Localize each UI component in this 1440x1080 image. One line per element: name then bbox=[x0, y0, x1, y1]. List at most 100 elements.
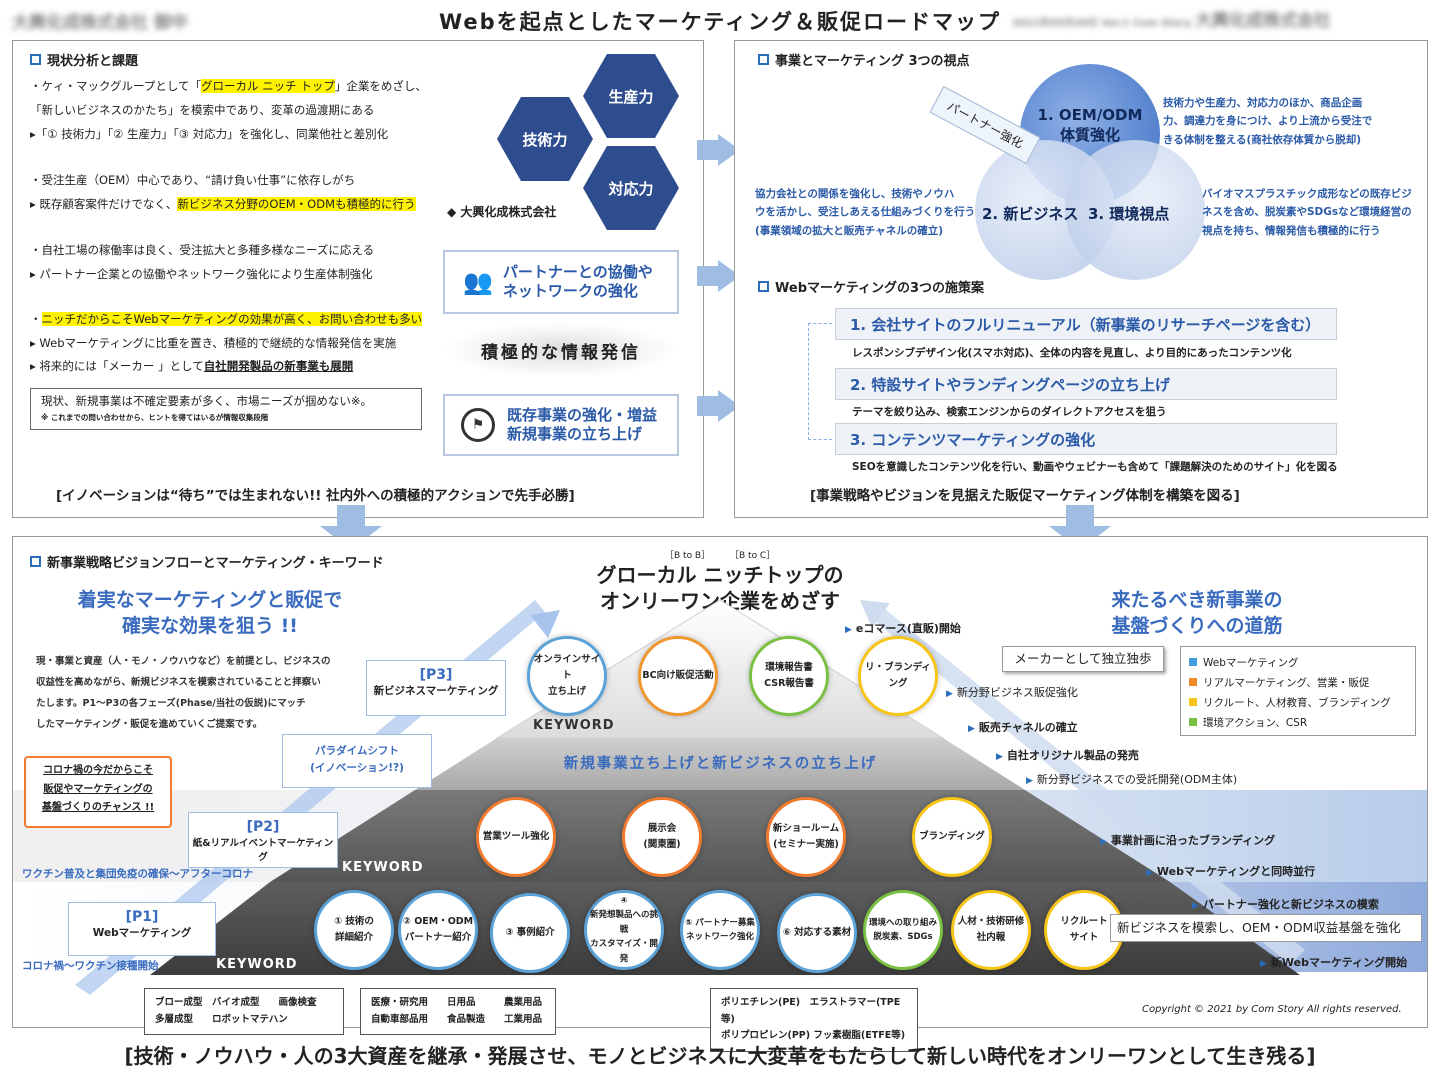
keyword-branding: ブランディング bbox=[912, 797, 992, 877]
hex-response: 対応力 bbox=[583, 146, 679, 230]
right-slogan: [事業戦略やビジョンを見据えた販促マーケティング体制を構築を図る] bbox=[810, 488, 1240, 504]
info-label-box: 積極的な情報発信 bbox=[443, 322, 679, 378]
callout-technology: ブロー成型 バイオ成型 画像検査 多層成型 ロボットマテハン bbox=[144, 988, 344, 1036]
oem-strategy-box: 新ビジネスを模索し、OEM・ODM収益基盤を強化 bbox=[1110, 914, 1422, 942]
keyword-tech-detail: ① 技術の 詳細紹介 bbox=[314, 890, 394, 970]
legend-swatch bbox=[1189, 658, 1197, 666]
keyword-exhibition: 展示会 (関東圏) bbox=[622, 797, 702, 877]
callout-case-study: 医療・研究用 日用品 農業用品 自動車部品用 食品製造 工業用品 bbox=[360, 988, 556, 1036]
triangle-icon: ▶ bbox=[845, 625, 852, 635]
keyword-new-product: ④ 新発想製品への挑戦 カスタマイズ・開発 bbox=[584, 890, 664, 970]
maker-box: メーカーとして独立独歩 bbox=[1002, 646, 1164, 672]
analysis-line-10: ▸ 将来的には「メーカー 」として自社開発製品の新事業も展開 bbox=[30, 359, 354, 373]
triangle-icon: ▶ bbox=[1026, 776, 1033, 786]
keyword-online-site: オンラインサイト 立ち上げ bbox=[527, 636, 607, 716]
viewpoint-text-oem: 技術力や生産力、対応力のほか、商品企画 力、調達力を身につけ、より上流から受注で… bbox=[1163, 97, 1373, 146]
paradigm-shift: パラダイムシフト (イノベーション!?) bbox=[282, 734, 432, 788]
copyright: Copyright © 2021 by Com Story All rights… bbox=[1142, 1004, 1402, 1015]
note-main: 現状、新規事業は不確定要素が多く、市場ニーズが掴めない※。 bbox=[41, 394, 373, 408]
legend-item-web: Webマーケティング bbox=[1189, 652, 1407, 672]
growth-arrow-right-head-icon bbox=[860, 600, 890, 628]
triangle-icon: ▶ bbox=[1260, 959, 1267, 969]
triangle-icon: ▶ bbox=[1100, 837, 1107, 847]
header-meta: 2021年05月20日 Ver.1 Com Story bbox=[1012, 18, 1192, 29]
arrow-shaft-3 bbox=[697, 396, 719, 416]
section-title-flow: 新事業戦略ビジョンフローとマーケティング・キーワード bbox=[30, 552, 384, 571]
keyword-case-study: ③ 事例紹介 bbox=[490, 893, 570, 973]
venn-circle-environment bbox=[1065, 140, 1205, 280]
growth-arrow-left-head-icon bbox=[530, 610, 560, 638]
viewpoint-text-environment: バイオマスプラスチック成形などの既存ビジ ネスを含め、脱炭素やSDGsなど環境経… bbox=[1202, 188, 1412, 237]
checkbox-square-icon bbox=[758, 54, 769, 65]
legend: Webマーケティング リアルマーケティング、営業・販促 リクルート、人材教育、ブ… bbox=[1180, 646, 1416, 736]
section-title-text: 現状分析と課題 bbox=[47, 54, 139, 69]
phase-p3: [P3] 新ビジネスマーケティング bbox=[366, 660, 506, 716]
analysis-line-2: 「新しいビジネスのかたち」を模索中であり、変革の過渡期にある bbox=[30, 103, 375, 117]
section-title-web: Webマーケティングの3つの施策案 bbox=[758, 277, 984, 296]
analysis-line-8: ・ニッチだからこそWebマーケティングの効果が高く、お問い合わせも多い bbox=[30, 312, 423, 326]
venn-label-oem: 1. OEM/ODM 体質強化 bbox=[1037, 106, 1143, 144]
web-measure-1: 1. 会社サイトのフルリニューアル（新事業のリサーチページを含む） bbox=[835, 308, 1337, 340]
keyword-environment: 環境への取り組み 脱炭素、SDGs bbox=[863, 890, 943, 970]
venn-label-new-business: 2. 新ビジネス bbox=[982, 205, 1079, 223]
triangle-icon: ▶ bbox=[996, 752, 1003, 762]
section-title-analysis: 現状分析と課題 bbox=[30, 50, 138, 69]
label-btob: ［B to B］ bbox=[665, 551, 711, 561]
dashed-connector bbox=[808, 323, 832, 440]
company-logo-icon: ◆ bbox=[447, 205, 461, 219]
legend-swatch bbox=[1189, 718, 1197, 726]
analysis-line-6: ・自社工場の稼働率は良く、受注拡大と多種多様なニーズに応える bbox=[30, 243, 375, 257]
company-logo-right: 大興化成株式会社 bbox=[1195, 11, 1331, 31]
headline-right: 来たるべき新事業の 基盤づくりへの道筋 bbox=[1111, 589, 1283, 637]
step-odm: ▶新分野ビジネスでの受託開発(ODM主体) bbox=[1026, 773, 1238, 786]
headline-left: 着実なマーケティングと販促で 確実な効果を狙う !! bbox=[77, 589, 343, 637]
callout-materials: ポリエチレン(PE) エラストラマー(TPE等) ポリプロピレン(PP) フッ素… bbox=[710, 988, 918, 1052]
legend-swatch bbox=[1189, 678, 1197, 686]
partner-box: 👥 パートナーとの協働や ネットワークの強化 bbox=[443, 250, 679, 314]
desc-left: 現・事業と資産（人・モノ・ノウハウなど）を前提とし、ビジネスの 収益性を高めなが… bbox=[36, 656, 331, 730]
growth-arrow-right bbox=[870, 605, 1305, 965]
hex-production: 生産力 bbox=[583, 54, 679, 138]
timeline-after-corona: ワクチン普及と集団免疫の確保〜アフターコロナ bbox=[22, 868, 253, 880]
step-new-field-promo: ▶新分野ビジネス販促強化 bbox=[946, 686, 1078, 699]
step-ecommerce: ▶eコマース(直販)開始 bbox=[845, 622, 961, 635]
down-arrow-shaft-left bbox=[337, 505, 365, 527]
keyword-csr-report: 環境報告書 CSR報告書 bbox=[749, 636, 829, 716]
info-label-text: 積極的な情報発信 bbox=[481, 342, 641, 363]
triangle-icon: ▶ bbox=[968, 724, 975, 734]
analysis-line-1: ・ケィ・マックグループとして「グローカル ニッチ トップ」企業をめざし、 bbox=[30, 79, 427, 93]
web-measure-3-sub: SEOを意識したコンテンツ化を行い、動画やウェビナーも含めて「課題解決のためのサ… bbox=[852, 461, 1338, 473]
section-title-viewpoints: 事業とマーケティング 3つの視点 bbox=[758, 50, 970, 69]
hex-technology: 技術力 bbox=[497, 97, 593, 181]
triangle-icon: ▶ bbox=[1146, 868, 1153, 878]
keyword-sales-tools: 営業ツール強化 bbox=[476, 797, 556, 877]
flag-icon: ⚑ bbox=[461, 408, 495, 442]
checkbox-square-icon bbox=[758, 281, 769, 292]
keyword-label-mid: KEYWORD bbox=[342, 860, 424, 875]
legend-item-real: リアルマーケティング、営業・販促 bbox=[1189, 672, 1407, 692]
web-measure-1-sub: レスポンシブデザイン化(スマホ対応)、全体の内容を見直し、より目的にあったコンテ… bbox=[852, 347, 1292, 359]
keyword-showroom: 新ショールーム (セミナー実施) bbox=[766, 797, 846, 877]
web-measure-3: 3. コンテンツマーケティングの強化 bbox=[835, 423, 1337, 455]
arrow-shaft-2 bbox=[697, 266, 719, 286]
note-box: 現状、新規事業は不確定要素が多く、市場ニーズが掴めない※。 ※ これまでの問い合… bbox=[30, 388, 422, 430]
viewpoint-text-new-business: 協力会社との関係を強化し、技術やノウハ ウを活かし、受注しあえる仕組みづくりを行… bbox=[755, 188, 976, 237]
label-btoc: ［B to C］ bbox=[730, 551, 776, 561]
analysis-line-9: ▸ Webマーケティングに比重を置き、積極的で継続的な情報発信を実施 bbox=[30, 336, 397, 350]
step-partner-search: ▶パートナー強化と新ビジネスの模索 bbox=[1192, 898, 1379, 911]
web-measure-2-sub: テーマを絞り込み、検索エンジンからのダイレクトアクセスを狙う bbox=[852, 406, 1167, 418]
triangle-icon: ▶ bbox=[1192, 901, 1199, 911]
triangle-icon: ▶ bbox=[946, 689, 953, 699]
legend-item-csr: 環境アクション、CSR bbox=[1189, 712, 1407, 732]
analysis-line-7: ▸ パートナー企業との協働やネットワーク強化により生産体制強化 bbox=[30, 267, 373, 281]
step-sales-channel: ▶販売チャネルの確立 bbox=[968, 721, 1078, 734]
business-box: ⚑ 既存事業の強化・増益 新規事業の立ち上げ bbox=[443, 394, 679, 456]
keyword-label-top: KEYWORD bbox=[533, 718, 615, 733]
web-measure-2: 2. 特設サイトやランディングページの立ち上げ bbox=[835, 368, 1337, 400]
phase-p2: [P2] 紙&リアルイベントマーケティング bbox=[188, 812, 338, 868]
analysis-line-5: ▸ 既存顧客案件だけでなく、新ビジネス分野のOEM・ODMも積極的に行う bbox=[30, 197, 416, 211]
step-branding-plan: ▶事業計画に沿ったブランディング bbox=[1100, 834, 1276, 847]
down-arrow-shaft-right bbox=[1066, 505, 1094, 527]
note-small: ※ これまでの問い合わせから、ヒントを得てはいるが情報収集段階 bbox=[41, 413, 269, 422]
keyword-label-bottom: KEYWORD bbox=[216, 957, 298, 972]
